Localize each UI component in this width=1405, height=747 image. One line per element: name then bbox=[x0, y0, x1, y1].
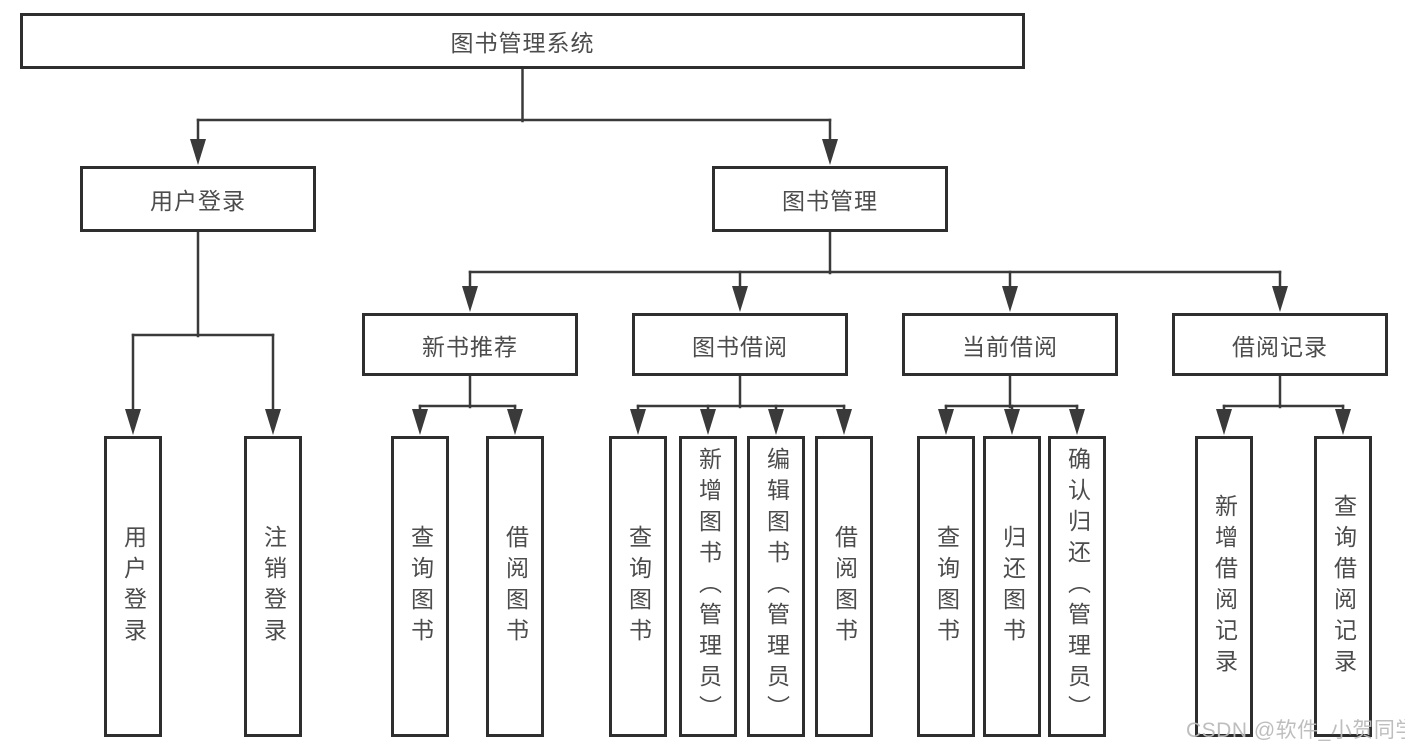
node-current-borrow: 当前借阅 bbox=[902, 313, 1118, 376]
node-leaf-query-books-3-label: 查询图书 bbox=[933, 524, 960, 649]
node-leaf-edit-books-admin: 编辑图书（管理员） bbox=[747, 436, 805, 737]
node-leaf-query-books-3: 查询图书 bbox=[917, 436, 975, 737]
node-leaf-query-books-1-label: 查询图书 bbox=[407, 524, 434, 649]
node-leaf-add-borrow-record-label: 新增借阅记录 bbox=[1211, 493, 1238, 680]
node-new-book-recommend: 新书推荐 bbox=[362, 313, 578, 376]
node-leaf-query-books-2: 查询图书 bbox=[609, 436, 667, 737]
node-leaf-logout: 注销登录 bbox=[244, 436, 302, 737]
node-leaf-return-books-label: 归还图书 bbox=[999, 524, 1026, 649]
node-root-label: 图书管理系统 bbox=[450, 30, 595, 56]
node-leaf-borrow-books-1-label: 借阅图书 bbox=[502, 524, 529, 649]
node-user-login-label: 用户登录 bbox=[150, 188, 246, 214]
node-leaf-add-books-admin: 新增图书（管理员） bbox=[679, 436, 737, 737]
node-book-borrow: 图书借阅 bbox=[632, 313, 848, 376]
node-leaf-query-borrow-record: 查询借阅记录 bbox=[1314, 436, 1372, 737]
node-leaf-confirm-return-admin-label: 确认归还（管理员） bbox=[1064, 447, 1091, 726]
node-root: 图书管理系统 bbox=[20, 13, 1025, 69]
node-leaf-query-books-2-label: 查询图书 bbox=[625, 524, 652, 649]
node-borrow-records-label: 借阅记录 bbox=[1232, 333, 1328, 360]
node-leaf-add-borrow-record: 新增借阅记录 bbox=[1195, 436, 1253, 737]
node-leaf-borrow-books-2: 借阅图书 bbox=[815, 436, 873, 737]
node-book-management: 图书管理 bbox=[712, 166, 948, 232]
node-leaf-user-login: 用户登录 bbox=[104, 436, 162, 737]
node-leaf-logout-label: 注销登录 bbox=[260, 524, 287, 649]
node-leaf-add-books-admin-label: 新增图书（管理员） bbox=[695, 447, 722, 726]
node-current-borrow-label: 当前借阅 bbox=[962, 333, 1058, 360]
csdn-watermark: CSDN @软件_小贺同学 bbox=[1186, 719, 1405, 742]
node-user-login: 用户登录 bbox=[80, 166, 316, 232]
node-leaf-query-books-1: 查询图书 bbox=[391, 436, 449, 737]
node-new-book-recommend-label: 新书推荐 bbox=[422, 333, 518, 360]
node-borrow-records: 借阅记录 bbox=[1172, 313, 1388, 376]
node-book-management-label: 图书管理 bbox=[782, 188, 878, 214]
node-leaf-edit-books-admin-label: 编辑图书（管理员） bbox=[763, 447, 790, 726]
node-leaf-query-borrow-record-label: 查询借阅记录 bbox=[1330, 493, 1357, 680]
node-leaf-borrow-books-2-label: 借阅图书 bbox=[831, 524, 858, 649]
node-book-borrow-label: 图书借阅 bbox=[692, 333, 788, 360]
node-leaf-borrow-books-1: 借阅图书 bbox=[486, 436, 544, 737]
node-leaf-return-books: 归还图书 bbox=[983, 436, 1041, 737]
node-leaf-user-login-label: 用户登录 bbox=[120, 524, 147, 649]
node-leaf-confirm-return-admin: 确认归还（管理员） bbox=[1048, 436, 1106, 737]
